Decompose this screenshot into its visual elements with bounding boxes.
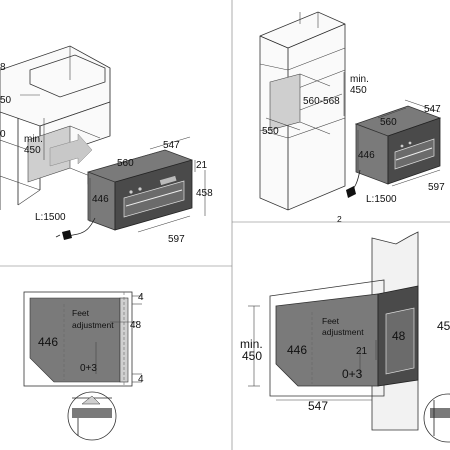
dim-tl-min-label: min. xyxy=(24,134,43,145)
dim-tr-560-568: 560-568 xyxy=(303,96,340,107)
dim-tl-21: 21 xyxy=(196,160,208,171)
plug-icon xyxy=(62,230,72,240)
dim-tr-550: 550 xyxy=(262,126,279,137)
bl-dim-48: 48 xyxy=(130,320,142,331)
bl-dim-4-top: 4 xyxy=(138,292,144,303)
dim-tr-547: 547 xyxy=(424,104,441,115)
bl-dim-4-bot: 4 xyxy=(138,374,144,385)
cabinet-frame xyxy=(23,291,133,387)
br-dim-min-label: min. xyxy=(240,337,263,351)
dim-tr-cable: L:1500 xyxy=(366,194,397,205)
dim-tl-edge-low: 0 xyxy=(0,129,6,140)
plug-icon-small xyxy=(346,186,356,198)
br-dim-21: 21 xyxy=(356,346,368,357)
oven-appliance xyxy=(87,149,193,231)
oven-appliance-small xyxy=(354,105,442,185)
dim-tl-min-value: 450 xyxy=(24,145,41,156)
panel-bottom-left: Feet adjustment 446 0+3 4 48 4 xyxy=(23,291,144,441)
detail-magnifier-right xyxy=(423,393,450,443)
dim-tr-597: 597 xyxy=(428,182,445,193)
br-dim-48: 48 xyxy=(392,329,406,343)
dim-tl-cable: L:1500 xyxy=(35,212,66,223)
br-dim-min-value: 450 xyxy=(242,349,262,363)
br-dim-0-3: 0+3 xyxy=(342,367,363,381)
tall-cabinet xyxy=(259,11,346,211)
cabinet-frame-perspective xyxy=(269,279,385,397)
figure-number: 2 xyxy=(337,214,342,224)
dim-tl-458: 458 xyxy=(196,188,213,199)
br-dim-446: 446 xyxy=(287,343,307,357)
br-dim-45x: 45 xyxy=(437,319,450,333)
dim-tr-min-value: 450 xyxy=(350,85,367,96)
insert-arrow xyxy=(49,133,93,167)
bl-feet-label-1: Feet xyxy=(72,308,90,318)
oven-side-profile xyxy=(29,297,121,383)
panel-bottom-right: min. 450 Feet adjustment 446 21 0+3 48 5… xyxy=(240,231,450,443)
bl-feet-label-2: adjustment xyxy=(72,320,114,330)
br-feet-label-1: Feet xyxy=(322,316,340,326)
dim-tl-560: 560 xyxy=(117,158,134,169)
dim-tl-547: 547 xyxy=(163,140,180,151)
br-dim-547: 547 xyxy=(308,399,328,413)
dim-tr-560: 560 xyxy=(380,117,397,128)
dim-tl-597: 597 xyxy=(168,234,185,245)
dim-tr-446: 446 xyxy=(358,150,375,161)
power-cable xyxy=(67,217,96,237)
panel-top-left: 8 50 0 min. 450 547 560 21 446 458 597 L… xyxy=(0,45,213,245)
panel-top-right: min. 450 560-568 550 547 560 446 597 L:1… xyxy=(259,11,445,224)
bl-dim-446: 446 xyxy=(38,335,58,349)
dim-tr-min-label: min. xyxy=(350,74,369,85)
dim-tl-edge-mid: 50 xyxy=(0,95,12,106)
dim-tl-edge-top: 8 xyxy=(0,62,6,73)
dim-tl-446: 446 xyxy=(92,194,109,205)
kitchen-cabinets xyxy=(0,45,111,210)
bl-dim-0-3: 0+3 xyxy=(80,363,97,374)
br-feet-label-2: adjustment xyxy=(322,327,364,337)
dimension-lines xyxy=(20,94,206,233)
detail-magnifier xyxy=(67,391,117,441)
